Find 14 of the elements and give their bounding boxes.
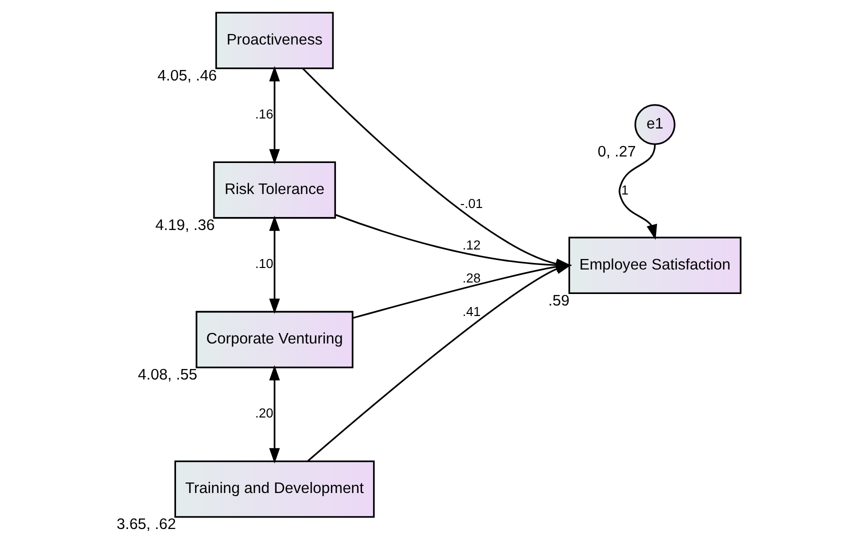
node-label: 0, .27 <box>598 143 636 160</box>
edge-label: .16 <box>255 106 274 122</box>
edge-label: .28 <box>462 270 481 286</box>
edge-label: .10 <box>255 256 274 272</box>
node-label: 4.08, .55 <box>138 366 198 384</box>
node-label: 4.19, .36 <box>155 217 215 234</box>
node-label: 4.05, .46 <box>158 68 217 85</box>
edge-label: .20 <box>255 406 274 421</box>
node-label: .59 <box>548 292 570 310</box>
edge-label: .41 <box>462 304 481 320</box>
node-label: 3.65, .62 <box>116 516 176 534</box>
edge-label: 1 <box>621 182 629 198</box>
edge-label: .12 <box>462 238 481 253</box>
edge-label: -.01 <box>460 196 483 212</box>
